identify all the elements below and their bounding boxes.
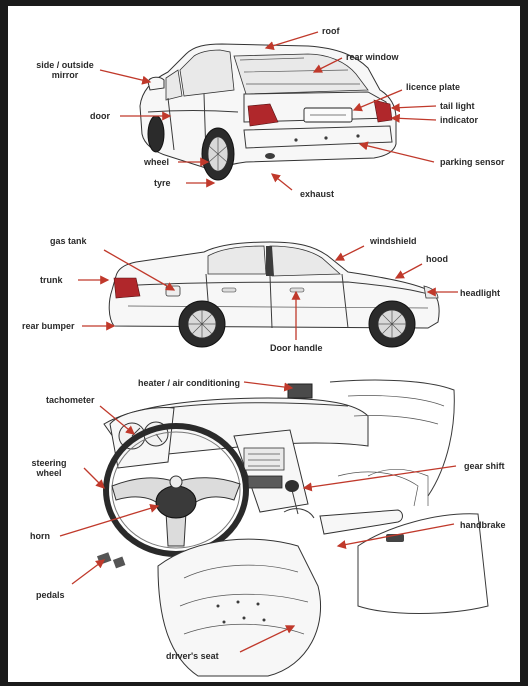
label-hood: hood xyxy=(426,254,448,264)
label-exhaust: exhaust xyxy=(300,189,334,199)
label-horn: horn xyxy=(30,531,50,541)
label-parking-sensor: parking sensor xyxy=(440,157,505,167)
label-wheel: wheel xyxy=(144,157,169,167)
label-gear-shift: gear shift xyxy=(464,461,505,471)
label-indicator: indicator xyxy=(440,115,478,125)
label-door-handle: Door handle xyxy=(270,343,323,353)
diagram-sheet: roof rear window side / outside mirror l… xyxy=(8,6,520,682)
label-handbrake: handbrake xyxy=(460,520,506,530)
label-rear-window: rear window xyxy=(346,52,399,62)
label-windshield: windshield xyxy=(370,236,417,246)
label-roof: roof xyxy=(322,26,340,36)
car-rear-view xyxy=(140,44,396,180)
label-side-mirror: side / outside mirror xyxy=(22,60,108,80)
label-licence-plate: licence plate xyxy=(406,82,460,92)
label-rear-bumper: rear bumper xyxy=(22,321,75,331)
label-drivers-seat: driver's seat xyxy=(166,651,219,661)
label-pedals: pedals xyxy=(36,590,65,600)
car-side-view xyxy=(109,242,439,347)
label-steering-wheel: steering wheel xyxy=(22,458,76,478)
label-headlight: headlight xyxy=(460,288,500,298)
label-trunk: trunk xyxy=(40,275,63,285)
label-tail-light: tail light xyxy=(440,101,475,111)
label-tachometer: tachometer xyxy=(46,395,95,405)
label-gas-tank: gas tank xyxy=(50,236,87,246)
label-tyre: tyre xyxy=(154,178,171,188)
label-door: door xyxy=(90,111,110,121)
label-heater: heater / air conditioning xyxy=(138,378,240,388)
